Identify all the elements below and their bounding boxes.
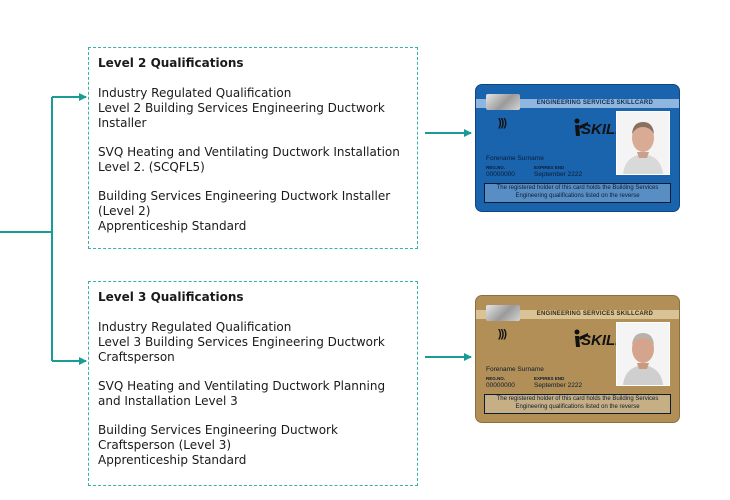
card-notice: The registered holder of this card holds… xyxy=(484,183,671,203)
card-header-text: ENGINEERING SERVICES SKILLCARD xyxy=(536,100,653,106)
card-header-band xyxy=(476,310,679,319)
level3-qualification-item: Industry Regulated Qualification Level 3… xyxy=(98,320,385,364)
level2-qualification-item: Industry Regulated Qualification Level 2… xyxy=(98,86,385,130)
expiry-value: September 2222 xyxy=(534,382,583,389)
chip-icon xyxy=(486,94,520,110)
level2-title: Level 2 Qualifications xyxy=(98,56,244,70)
level2-qualifications-box: Level 2 Qualifications Industry Regulate… xyxy=(88,47,418,249)
level3-title: Level 3 Qualifications xyxy=(98,290,244,304)
card-notice: The registered holder of this card holds… xyxy=(484,394,671,414)
skill-logo-text: SKILL xyxy=(581,121,625,138)
expiry-label: EXPIRES END xyxy=(534,376,565,381)
level3-qualification-item: SVQ Heating and Ventilating Ductwork Pla… xyxy=(98,379,386,408)
contactless-icon: ))) xyxy=(498,117,507,129)
skill-logo-icon xyxy=(574,118,588,136)
reg-number-label: REG.NO. xyxy=(486,376,506,381)
cardholder-photo xyxy=(616,322,670,386)
cardholder-photo xyxy=(616,111,670,175)
cardholder-name: Forename Surname xyxy=(486,155,544,162)
level3-qualifications-box: Level 3 Qualifications Industry Regulate… xyxy=(88,281,418,486)
cardholder-name: Forename Surname xyxy=(486,366,544,373)
reg-number-label: REG.NO. xyxy=(486,165,506,170)
level2-qualification-item: SVQ Heating and Ventilating Ductwork Ins… xyxy=(98,145,400,174)
level2-qualification-item: Building Services Engineering Ductwork I… xyxy=(98,189,391,233)
blue-skillcard: ENGINEERING SERVICES SKILLCARD ))) SKILL… xyxy=(475,84,680,212)
reg-number-value: 00000000 xyxy=(486,382,515,389)
reg-number-value: 00000000 xyxy=(486,171,515,178)
skill-logo-text: SKILL xyxy=(581,332,625,349)
card-header-band xyxy=(476,99,679,108)
card-header-text: ENGINEERING SERVICES SKILLCARD xyxy=(536,311,653,317)
contactless-icon: ))) xyxy=(498,328,507,340)
skill-logo-icon xyxy=(574,329,588,347)
expiry-label: EXPIRES END xyxy=(534,165,565,170)
gold-skillcard: ENGINEERING SERVICES SKILLCARD ))) SKILL… xyxy=(475,295,680,423)
chip-icon xyxy=(486,305,520,321)
expiry-value: September 2222 xyxy=(534,171,583,178)
level3-qualification-item: Building Services Engineering Ductwork C… xyxy=(98,423,338,467)
